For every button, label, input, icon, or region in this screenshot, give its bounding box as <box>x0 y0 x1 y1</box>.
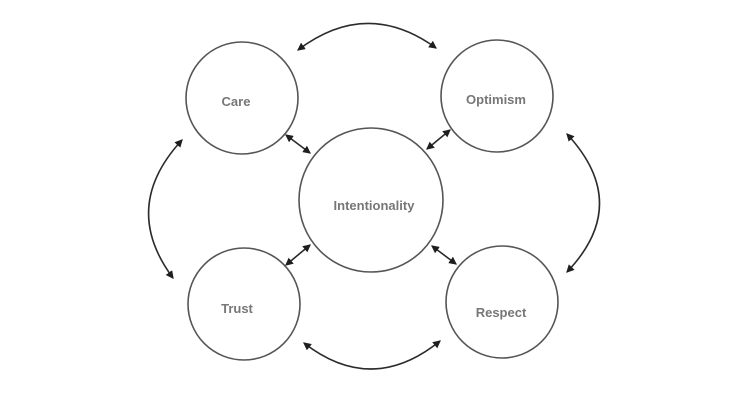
node-intentionality-label: Intentionality <box>334 198 416 213</box>
node-respect-label: Respect <box>476 305 527 320</box>
node-optimism: Optimism <box>440 39 554 153</box>
node-care: Care <box>185 41 299 155</box>
node-intentionality: Intentionality <box>298 127 444 273</box>
connector-trust-intentionality <box>285 244 311 266</box>
node-respect: Respect <box>445 245 559 359</box>
connector-respect-intentionality <box>431 245 457 265</box>
connector-care-optimism <box>297 22 437 51</box>
connector-optimism-respect <box>566 133 601 273</box>
node-trust-label: Trust <box>221 301 253 316</box>
connector-optimism-intentionality <box>426 129 451 150</box>
node-optimism-label: Optimism <box>466 92 526 107</box>
connector-care-trust <box>147 139 183 279</box>
node-trust: Trust <box>187 247 301 361</box>
connector-trust-respect <box>303 340 441 370</box>
node-care-label: Care <box>222 94 251 109</box>
connector-care-intentionality <box>285 134 311 154</box>
